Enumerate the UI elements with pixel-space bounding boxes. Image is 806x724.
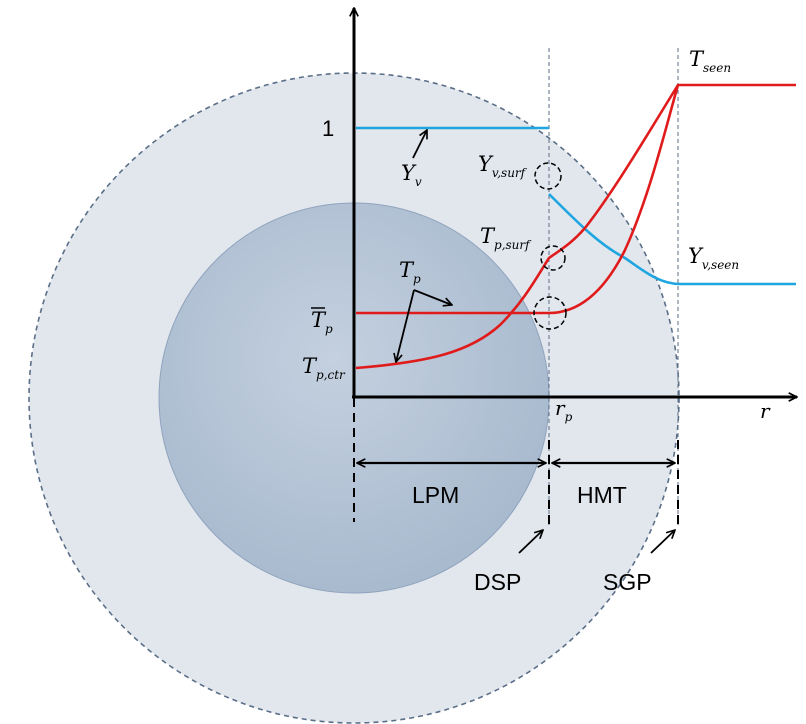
- tp-pointer-arrow-down: [396, 289, 415, 362]
- tp-bar-marker-circle: [533, 296, 567, 330]
- yv-seen-label: Yv,seen: [688, 244, 739, 272]
- t-seen-label: Tseen: [689, 47, 731, 75]
- r-axis-label: r: [760, 399, 771, 423]
- dsp-label: DSP: [474, 569, 521, 595]
- yv-surf-label: Yv,surf: [478, 152, 528, 180]
- yv-label: Yv: [401, 161, 422, 189]
- yv-surf-marker-circle: [534, 162, 562, 190]
- sgp-label: SGP: [603, 569, 652, 595]
- tp-surf-label: Tp,surf: [480, 224, 532, 252]
- dsp-pointer-arrow: [518, 530, 543, 554]
- rp-label: rp: [555, 396, 573, 424]
- vapor-fraction-curve: [356, 126, 796, 286]
- sgp-pointer-arrow: [650, 530, 675, 554]
- hmt-label: HMT: [577, 482, 627, 508]
- temperature-profile-curve: [355, 83, 796, 370]
- tp-bar-label: Tp: [311, 308, 333, 336]
- tp-pointer-arrow-right: [413, 289, 452, 305]
- y-tick-one-label: 1: [322, 116, 334, 141]
- lpm-label: LPM: [412, 482, 459, 508]
- tp-ctr-label: Tp,ctr: [302, 354, 346, 382]
- yv-pointer-arrow: [412, 130, 427, 159]
- tp-label: Tp: [399, 258, 421, 286]
- tp-surf-marker-circle: [540, 245, 566, 271]
- gas-temperature-curve: [548, 84, 680, 315]
